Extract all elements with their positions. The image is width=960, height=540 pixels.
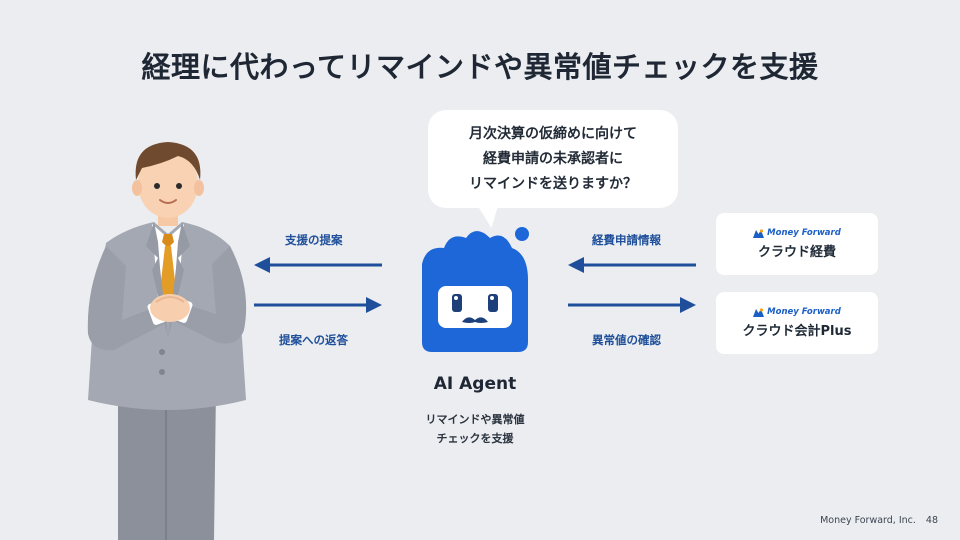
service-card-cloud-expense: Money Forward クラウド経費 — [716, 213, 878, 275]
arrow-left-icon — [254, 257, 382, 273]
speech-bubble: 月次決算の仮締めに向けて 経費申請の未承認者に リマインドを送りますか？ — [428, 110, 678, 208]
service-name: クラウド経費 — [757, 245, 836, 260]
bubble-line: 経費申請の未承認者に — [483, 150, 623, 167]
label-anomaly-check: 異常値の確認 — [592, 333, 661, 347]
label-expense-info: 経費申請情報 — [592, 233, 661, 247]
arrow-right-icon — [568, 297, 696, 313]
arrow-left-icon — [568, 257, 696, 273]
money-forward-logo-icon — [753, 228, 765, 238]
service-card-cloud-accounting-plus: Money Forward クラウド会計Plus — [716, 292, 878, 354]
footer-company: Money Forward, Inc. — [820, 515, 916, 526]
agent-description: リマインドや異常値 チェックを支援 — [400, 410, 550, 448]
page-number: 48 — [925, 515, 938, 526]
businessman-illustration — [87, 142, 247, 540]
bubble-line: リマインドを送りますか？ — [469, 175, 637, 192]
footer: Money Forward, Inc. 48 — [820, 515, 938, 526]
label-support-proposal: 支援の提案 — [285, 233, 343, 247]
money-forward-logo-text: Money Forward — [767, 228, 841, 238]
money-forward-logo: Money Forward — [753, 307, 841, 317]
service-name: クラウド会計Plus — [742, 324, 852, 339]
money-forward-logo-icon — [753, 307, 765, 317]
page-title: 経理に代わってリマインドや異常値チェックを支援 — [141, 50, 819, 84]
robot-agent-icon — [422, 227, 529, 352]
label-proposal-reply: 提案への返答 — [279, 333, 348, 347]
arrow-right-icon — [254, 297, 382, 313]
bubble-line: 月次決算の仮締めに向けて — [469, 125, 637, 142]
money-forward-logo: Money Forward — [753, 228, 841, 238]
agent-name: AI Agent — [433, 374, 517, 394]
agent-description-line: リマインドや異常値 — [425, 413, 525, 426]
agent-description-line: チェックを支援 — [436, 432, 514, 445]
money-forward-logo-text: Money Forward — [767, 307, 841, 317]
